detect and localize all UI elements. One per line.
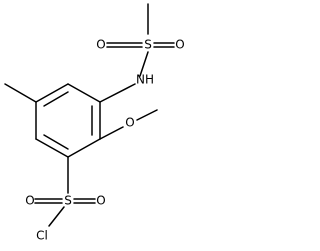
chlorine-label: Cl bbox=[36, 229, 48, 243]
oxygen-bottom-right-label: O bbox=[96, 194, 105, 208]
ring-bond bbox=[67, 83, 101, 103]
oxygen-top-right-label: O bbox=[175, 38, 184, 52]
amine-label: NH bbox=[136, 73, 154, 87]
methoxy-oxygen-label: O bbox=[125, 116, 134, 130]
oxygen-bottom-left-label: O bbox=[25, 194, 34, 208]
methoxy-ring-bond bbox=[99, 126, 124, 140]
methyl-bond bbox=[4, 83, 37, 103]
ring-bond bbox=[67, 138, 101, 158]
ring-bond bbox=[35, 83, 69, 103]
oxygen-top-left-label: O bbox=[96, 38, 105, 52]
amine-sulfur-bond bbox=[139, 51, 149, 77]
sulfur-top-label: S bbox=[144, 38, 152, 52]
chemical-structure: S O O NH O S O O Cl bbox=[4, 3, 185, 243]
ring-bond bbox=[35, 138, 69, 158]
ring-inner-bond bbox=[43, 91, 69, 107]
ring-inner-bond bbox=[43, 134, 69, 150]
sulfur-bottom-label: S bbox=[64, 194, 72, 208]
amine-ring-bond bbox=[99, 83, 136, 103]
bottom-sulfur-chlorine-bond bbox=[48, 206, 65, 227]
methoxy-methyl-bond bbox=[136, 109, 158, 121]
